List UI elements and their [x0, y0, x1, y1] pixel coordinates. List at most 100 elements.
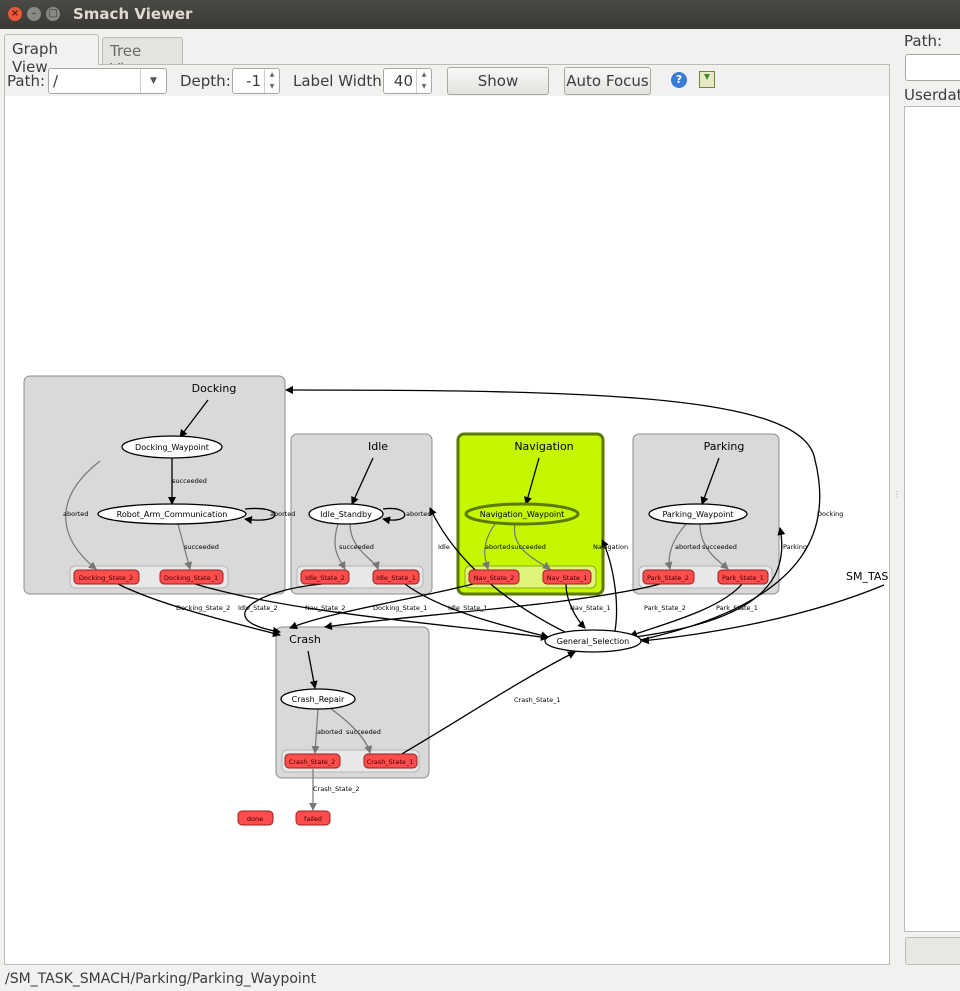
outcome-crash-state-2[interactable]: [284, 753, 341, 769]
outcome-label: Nav_State_2: [474, 574, 515, 582]
edge: [329, 707, 373, 754]
spin-arrows-icon[interactable]: ▲▼: [416, 69, 431, 93]
outcome-docking-state-1[interactable]: [159, 569, 224, 585]
spin-arrows-icon[interactable]: ▲▼: [264, 69, 279, 93]
edge-label: succeeded: [702, 543, 737, 551]
outcome-label: Nav_State_1: [547, 574, 588, 582]
outcome-idle-state-1[interactable]: [372, 569, 420, 585]
state-parking-waypoint[interactable]: [648, 503, 748, 525]
outcome-idle-state-2[interactable]: [300, 569, 350, 585]
save-icon[interactable]: [699, 71, 715, 88]
outcome-label: Idle_State_2: [305, 574, 345, 582]
outcome-nav-state-1[interactable]: [542, 569, 592, 585]
help-icon[interactable]: ?: [671, 72, 687, 88]
minimize-window-button[interactable]: –: [27, 7, 41, 21]
edge-label: Nav_State_2: [305, 604, 346, 612]
edge-label: succeeded: [339, 543, 374, 551]
path-combo[interactable]: / ▼: [48, 68, 167, 94]
edge-label: Crash_State_2: [313, 785, 360, 793]
edge: [194, 583, 549, 641]
container-title-crash: Crash: [289, 633, 321, 646]
container-title-idle: Idle: [368, 440, 388, 453]
auto-focus-button[interactable]: Auto Focus: [564, 67, 651, 95]
right-path-input[interactable]: [905, 54, 960, 81]
label-width-label: Label Width:: [293, 72, 387, 90]
edge: [285, 386, 821, 641]
window-title: Smach Viewer: [73, 5, 193, 23]
edge: [601, 539, 618, 632]
edge-label: aborted: [675, 543, 700, 551]
container-docking[interactable]: [23, 375, 286, 595]
edge-label: Navigation: [593, 543, 628, 551]
edge: [244, 507, 276, 524]
state-label: Navigation_Waypoint: [480, 510, 565, 519]
edge: [404, 583, 549, 640]
path-combo-value: /: [53, 72, 59, 90]
depth-value: -1: [246, 72, 261, 90]
edge: [324, 583, 661, 630]
edge-label: Park_State_2: [644, 604, 686, 612]
state-label: Robot_Arm_Communication: [117, 510, 228, 519]
tab-graph-view[interactable]: Graph View: [4, 34, 99, 76]
edge-label: aborted: [270, 510, 295, 518]
edge-label: aborted: [485, 543, 510, 551]
edge-label: succeeded: [511, 543, 546, 551]
state-navigation-waypoint[interactable]: [464, 502, 580, 526]
edge-label: Docking_State_2: [176, 604, 230, 612]
state-docking-waypoint[interactable]: [121, 435, 223, 459]
outcome-failed[interactable]: [295, 810, 331, 826]
edge: [311, 707, 320, 754]
outcome-docking-state-2[interactable]: [73, 569, 140, 585]
edge-label: Park_State_1: [716, 604, 758, 612]
edge: [399, 651, 576, 756]
graph-canvas[interactable]: Docking Idle Navigation Parking Crash: [5, 96, 889, 964]
path-label: Path:: [7, 72, 46, 90]
splitter-handle[interactable]: ⋮: [893, 490, 901, 499]
tab-tree-view[interactable]: Tree View: [102, 37, 183, 78]
state-idle-standby[interactable]: [308, 503, 384, 525]
edge: [351, 457, 374, 505]
userdata-area[interactable]: [904, 106, 960, 932]
edge: [117, 583, 281, 638]
edge: [481, 523, 496, 570]
edge-label: Docking: [817, 510, 843, 518]
right-path-label: Path:: [904, 32, 943, 50]
container-title-parking: Parking: [704, 440, 745, 453]
state-crash-repair[interactable]: [280, 688, 356, 710]
right-panel-button[interactable]: [905, 937, 960, 965]
edge: [382, 507, 406, 525]
show-implicit-button[interactable]: Show Implicit: [447, 67, 549, 116]
userdata-label: Userdata: [904, 86, 960, 104]
outcome-label: Docking_State_2: [79, 574, 133, 582]
edge: [524, 457, 540, 505]
outcome-label: Crash_State_2: [289, 758, 336, 766]
edge: [177, 523, 193, 570]
edge: [179, 399, 209, 438]
outcome-label: Docking_State_1: [164, 574, 218, 582]
outcome-label: done: [247, 815, 263, 823]
state-robot-arm-communication[interactable]: [97, 503, 247, 525]
outcome-nav-state-2[interactable]: [468, 569, 520, 585]
state-general-selection[interactable]: [544, 629, 642, 653]
state-label: Docking_Waypoint: [135, 443, 209, 452]
edge: [629, 583, 743, 638]
close-window-button[interactable]: ×: [8, 7, 22, 21]
container-title-docking: Docking: [192, 382, 237, 395]
outcome-label: failed: [304, 815, 322, 823]
outcome-done[interactable]: [237, 810, 274, 826]
chevron-down-icon[interactable]: ▼: [140, 69, 166, 93]
maximize-window-button[interactable]: □: [46, 7, 60, 21]
depth-spinbox[interactable]: -1 ▲▼: [232, 68, 280, 94]
edge-label: succeeded: [172, 477, 207, 485]
edge: [307, 650, 318, 689]
outcome-label: Idle_State_1: [376, 574, 416, 582]
edge: [664, 523, 687, 570]
edge-label: Idle: [438, 543, 450, 551]
edge: [700, 457, 720, 505]
outcome-label: Park_State_2: [647, 574, 689, 582]
state-label: Crash_Repair: [292, 695, 345, 704]
label-width-spinbox[interactable]: 40 ▲▼: [383, 68, 432, 94]
outcome-park-state-2[interactable]: [642, 569, 695, 585]
outcome-park-state-1[interactable]: [717, 569, 769, 585]
outcome-crash-state-1[interactable]: [363, 753, 418, 769]
